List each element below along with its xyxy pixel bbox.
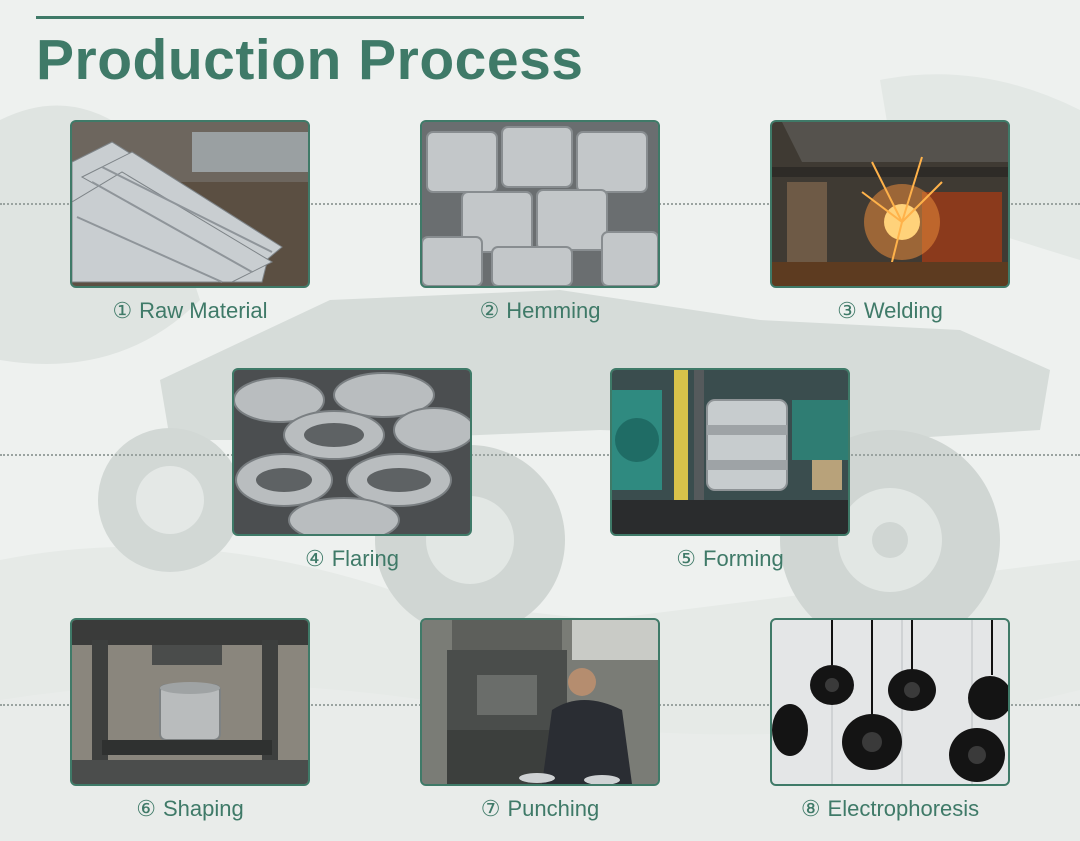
step-number: ⑦ — [480, 796, 501, 821]
step-photo-frame — [70, 618, 310, 786]
rolled-steel-rings-photo — [422, 122, 658, 286]
stacked-metal-strips-photo — [72, 122, 308, 286]
title-top-rule — [36, 16, 584, 19]
step-photo-frame — [770, 618, 1010, 786]
rim-forming-machine-photo — [612, 370, 848, 534]
hydraulic-press-photo — [72, 620, 308, 784]
step-label: Raw Material — [139, 298, 268, 323]
step-photo-frame — [70, 120, 310, 288]
step-photo-frame — [610, 368, 850, 536]
step-label: Punching — [507, 796, 600, 821]
step-label: Flaring — [331, 546, 399, 571]
step-label: Forming — [703, 546, 784, 571]
punching-press-worker-photo — [422, 620, 658, 784]
step-label: Shaping — [162, 796, 244, 821]
step-photo-frame — [232, 368, 472, 536]
step-label: Welding — [863, 298, 943, 323]
step-photo-frame — [770, 120, 1010, 288]
flared-steel-rims-photo — [234, 370, 470, 534]
step-photo-frame — [420, 618, 660, 786]
row-connector-line — [0, 454, 1080, 456]
step-number: ⑤ — [676, 546, 697, 571]
step-number: ⑥ — [136, 796, 156, 821]
step-number: ⑧ — [800, 796, 821, 821]
page-title: Production Process — [36, 28, 584, 92]
step-number: ④ — [305, 546, 325, 571]
step-number: ① — [112, 298, 133, 323]
step-number: ② — [479, 298, 500, 323]
step-label: Electrophoresis — [827, 796, 980, 821]
step-label: Hemming — [506, 298, 601, 323]
step-photo-frame — [420, 120, 660, 288]
step-number: ③ — [837, 298, 857, 323]
welding-sparks-photo — [772, 122, 1008, 286]
black-coated-rims-hanging-photo — [772, 620, 1008, 784]
